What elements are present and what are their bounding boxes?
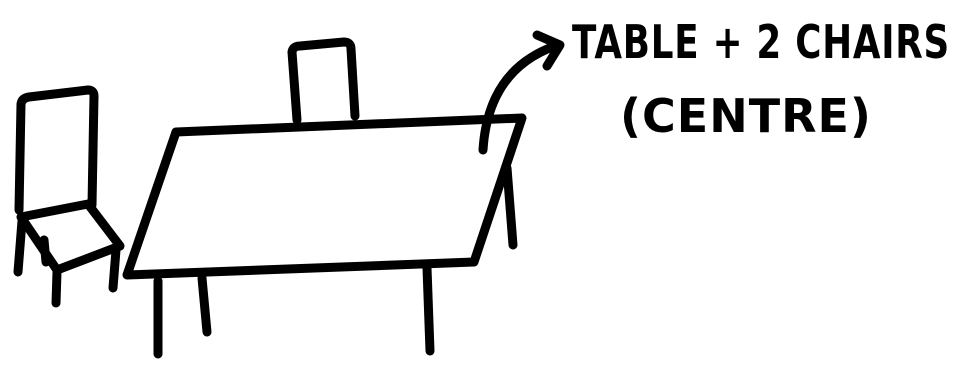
table xyxy=(122,113,527,359)
table-leg-left-inner xyxy=(197,273,212,337)
table-top xyxy=(122,113,527,280)
chair-left xyxy=(13,85,125,308)
pointer-arrow xyxy=(478,30,565,155)
chair-left-leg-front-left xyxy=(51,267,62,308)
chair-left-backrest xyxy=(14,85,99,215)
chair-left-seat xyxy=(16,199,125,275)
chair-back-backrest xyxy=(287,37,360,125)
arrow-head xyxy=(532,30,565,71)
chair-back xyxy=(287,37,360,125)
arrow-curve xyxy=(478,41,560,155)
annotation-line-1: TABLE + 2 CHAIRS xyxy=(572,15,950,69)
chair-left-leg-back-right xyxy=(39,235,51,267)
chair-left-leg-front-right xyxy=(108,245,121,293)
table-leg-back-right xyxy=(502,163,518,250)
annotation-label: TABLE + 2 CHAIRS (CENTRE) xyxy=(572,15,950,143)
table-leg-front-right xyxy=(422,263,435,356)
chair-left-leg-back-left xyxy=(13,216,27,277)
annotation-line-2: (CENTRE) xyxy=(620,89,872,143)
